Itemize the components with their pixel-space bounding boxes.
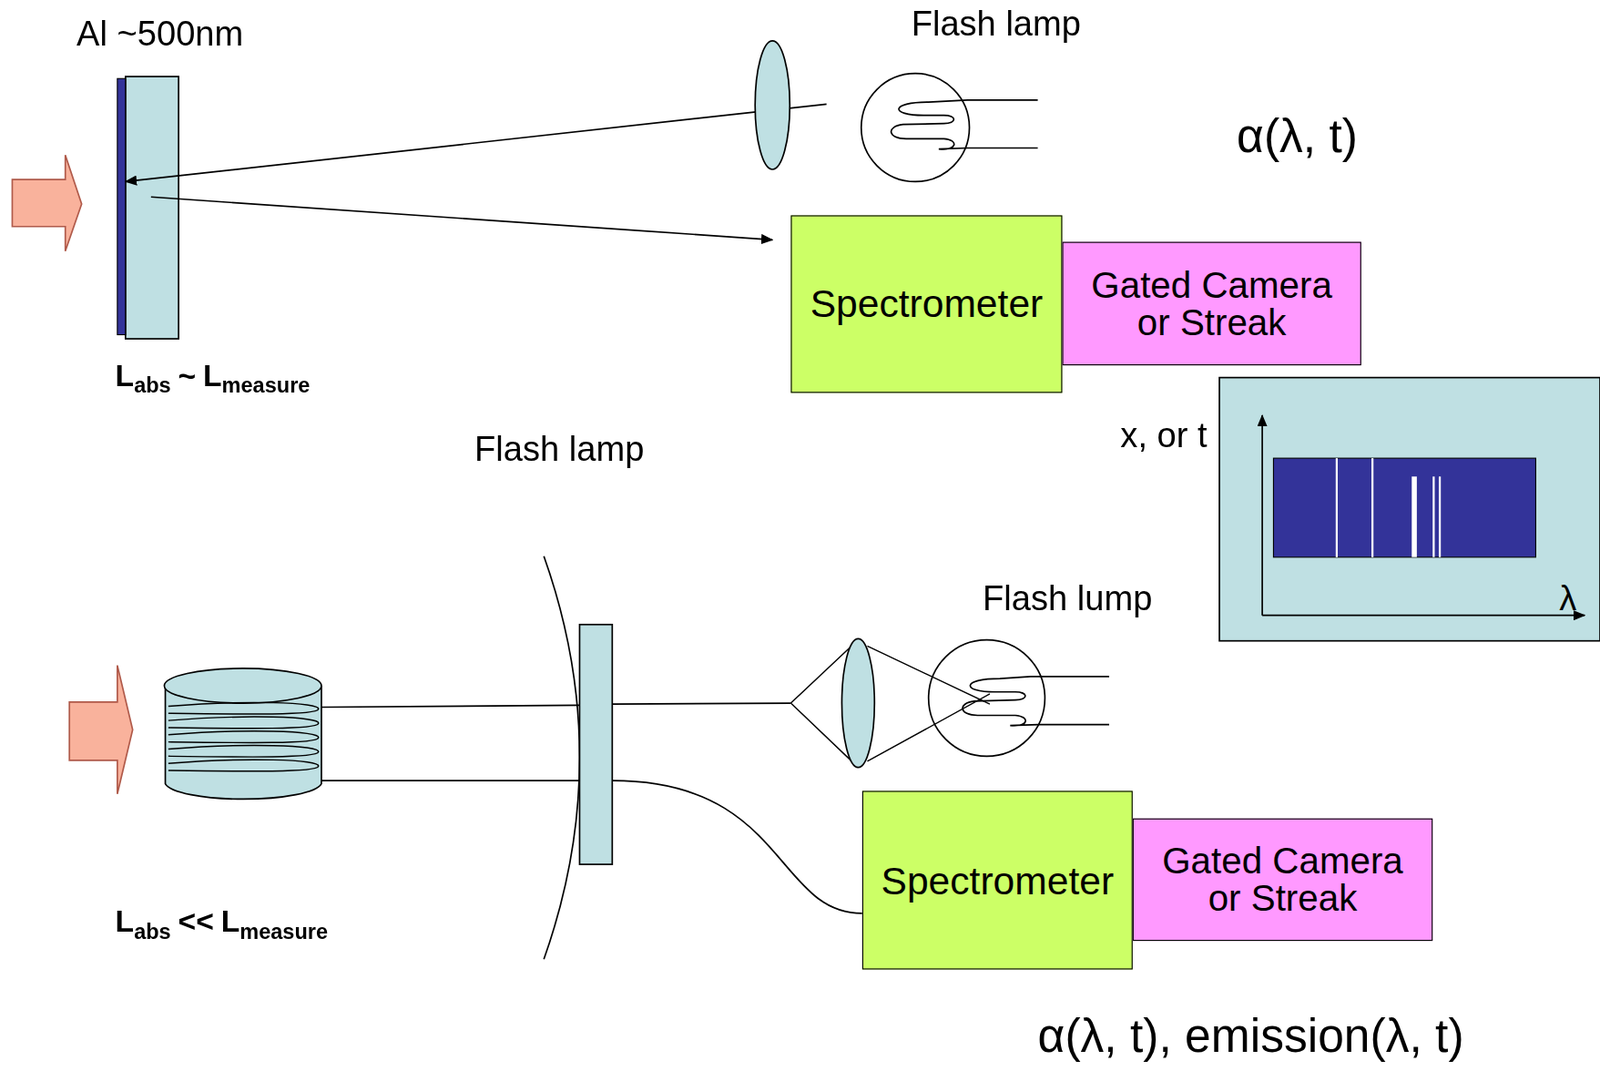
aluminum-layer [117, 78, 126, 335]
window [579, 624, 612, 865]
coil-windings [168, 702, 319, 771]
flash-lamp [861, 73, 970, 183]
camera-box: Gated Camera or Streak [1061, 242, 1361, 367]
probe-beam [125, 103, 827, 182]
measured-quantity: α(λ, t), emission(λ, t) [1038, 1009, 1465, 1062]
axis-label: λ [1559, 579, 1577, 618]
vacuum-wall [543, 556, 580, 960]
box-label: Gated Camera or Streak [1084, 266, 1340, 341]
target-window [125, 76, 179, 339]
layer-label: Al ~500nm [76, 15, 244, 54]
fiber [321, 704, 580, 707]
length-relation: Labs~Lmeasure [115, 356, 311, 398]
length-symbol: << [178, 904, 215, 938]
box-label: Spectrometer [881, 860, 1115, 900]
lens [754, 40, 790, 170]
fiber [321, 779, 580, 782]
fiber [611, 780, 863, 914]
spectrum-image [1273, 458, 1536, 558]
spectrometer-box: Spectrometer [862, 790, 1133, 969]
lamp-label: Flash lump [982, 579, 1152, 618]
length-symbol: L [221, 904, 241, 938]
box-label: Gated Camera or Streak [1154, 843, 1410, 918]
drive-arrow [69, 665, 133, 795]
length-relation: Labs<<Lmeasure [115, 903, 328, 945]
hohlraum-cylinder [165, 685, 322, 799]
camera-box: Gated Camera or Streak [1132, 818, 1433, 941]
subscript: measure [222, 373, 311, 398]
reflected-beam [151, 196, 773, 240]
cylinder-top [163, 668, 322, 704]
axis-label: x, or t [1120, 416, 1207, 455]
lens [841, 638, 875, 767]
lamp-filament [891, 100, 1039, 150]
spectrometer-box: Spectrometer [790, 214, 1062, 393]
length-symbol: L [115, 904, 135, 938]
flash-lamp [928, 640, 1046, 757]
drive-arrow [11, 154, 82, 251]
length-symbol: L [203, 357, 223, 392]
light-cone [790, 640, 990, 768]
x-axis [1262, 614, 1585, 617]
y-axis [1261, 415, 1264, 616]
subscript: abs [133, 373, 172, 398]
box-label: Spectrometer [810, 285, 1044, 325]
subscript: abs [133, 919, 172, 944]
inset-panel [1219, 377, 1600, 642]
subscript: measure [239, 919, 328, 944]
spectral-lines [1336, 458, 1440, 558]
measured-quantity: α(λ, t) [1236, 110, 1358, 163]
lamp-filament [962, 676, 1110, 726]
length-symbol: L [115, 357, 135, 392]
length-symbol: ~ [178, 357, 197, 392]
fiber [611, 703, 791, 704]
lamp-label: Flash lamp [911, 5, 1081, 44]
lamp-label: Flash lamp [474, 430, 644, 469]
